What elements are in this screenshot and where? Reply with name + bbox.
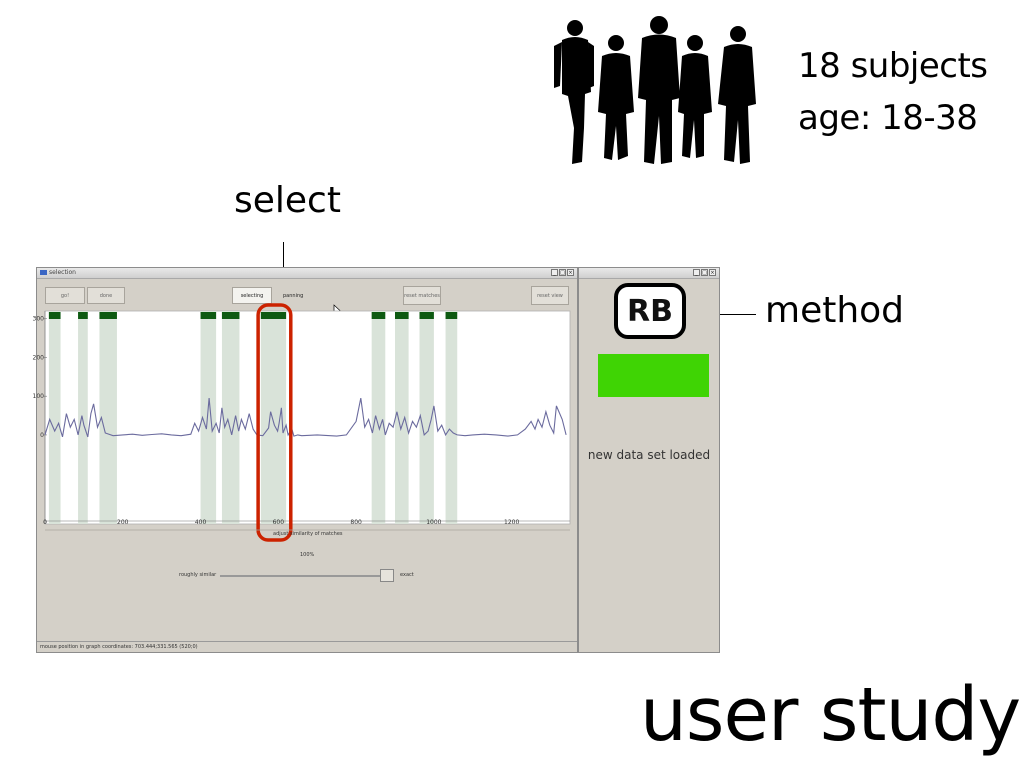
window-app-icon — [40, 270, 47, 275]
match-marker[interactable] — [78, 312, 88, 319]
done-button[interactable]: done — [87, 287, 125, 304]
age-range-text: age: 18-38 — [798, 98, 978, 138]
x-tick-label: 0 — [43, 519, 47, 526]
select-annotation-label: select — [234, 180, 341, 221]
slide-title: user study — [640, 672, 1021, 758]
slider-right-label: exact — [400, 572, 414, 578]
selection-window: selection _ □ × go! done selecting panni… — [33, 267, 579, 654]
similarity-slider-track[interactable] — [220, 575, 394, 577]
match-marker[interactable] — [371, 312, 386, 319]
minimize-icon[interactable]: _ — [551, 269, 558, 276]
y-tick-label: 200 — [33, 354, 45, 361]
plot-area — [44, 310, 571, 525]
method-badge: RB — [614, 283, 686, 339]
x-tick-label: 200 — [117, 519, 129, 526]
x-tick-label: 600 — [273, 519, 285, 526]
panning-mode-button[interactable]: panning — [283, 293, 304, 299]
go-button[interactable]: go! — [45, 287, 85, 304]
similarity-graph[interactable]: 0 200 400 600 800 1000 1200 0 100 200 300 — [33, 268, 579, 654]
slider-heading: adjust similarity of matches — [273, 531, 343, 537]
subjects-count-text: 18 subjects — [798, 46, 988, 86]
people-silhouette-icon — [554, 16, 756, 164]
match-band[interactable] — [78, 311, 88, 524]
maximize-icon[interactable]: □ — [559, 269, 566, 276]
slider-percent: 100% — [300, 552, 315, 558]
method-window: _ □ × RB new data set loaded — [578, 267, 720, 653]
close-icon[interactable]: × — [709, 269, 716, 276]
match-band[interactable] — [445, 311, 458, 524]
match-band[interactable] — [395, 311, 409, 524]
status-indicator — [598, 354, 709, 397]
match-band[interactable] — [419, 311, 434, 524]
match-marker[interactable] — [99, 312, 117, 319]
selecting-mode-button[interactable]: selecting — [232, 287, 272, 304]
slider-left-label: roughly similar — [179, 572, 217, 578]
selection-window-titlebar[interactable]: selection _ □ × — [37, 268, 577, 279]
match-band[interactable] — [99, 311, 117, 524]
match-marker[interactable] — [200, 312, 217, 319]
y-tick-label: 100 — [33, 393, 45, 400]
similarity-slider-thumb[interactable] — [380, 569, 394, 582]
match-marker[interactable] — [445, 312, 458, 319]
x-tick-label: 1000 — [426, 519, 441, 526]
y-tick-label: 0 — [40, 432, 44, 439]
selection-highlight-box[interactable] — [256, 303, 293, 542]
match-band[interactable] — [371, 311, 386, 524]
x-tick-label: 1200 — [504, 519, 519, 526]
match-marker[interactable] — [48, 312, 61, 319]
match-band[interactable] — [48, 311, 61, 524]
reset-view-button[interactable]: reset view — [531, 286, 569, 305]
method-window-titlebar[interactable]: _ □ × — [579, 268, 719, 279]
method-annotation-label: method — [765, 290, 905, 331]
close-icon[interactable]: × — [567, 269, 574, 276]
selection-window-title: selection — [49, 269, 76, 276]
y-tick-label: 300 — [33, 316, 45, 323]
method-leader-line — [706, 314, 756, 315]
match-marker[interactable] — [260, 312, 287, 319]
match-marker[interactable] — [419, 312, 434, 319]
series-line — [44, 397, 567, 438]
minimize-icon[interactable]: _ — [693, 269, 700, 276]
maximize-icon[interactable]: □ — [701, 269, 708, 276]
status-bar: mouse position in graph coordinates: 703… — [37, 641, 577, 652]
match-marker[interactable] — [395, 312, 409, 319]
x-tick-label: 800 — [350, 519, 362, 526]
x-tick-label: 400 — [195, 519, 207, 526]
reset-matches-button[interactable]: reset matches — [403, 286, 441, 305]
match-band[interactable] — [221, 311, 240, 524]
match-band[interactable] — [200, 311, 217, 524]
match-marker[interactable] — [221, 312, 240, 319]
status-message: new data set loaded — [587, 448, 711, 462]
